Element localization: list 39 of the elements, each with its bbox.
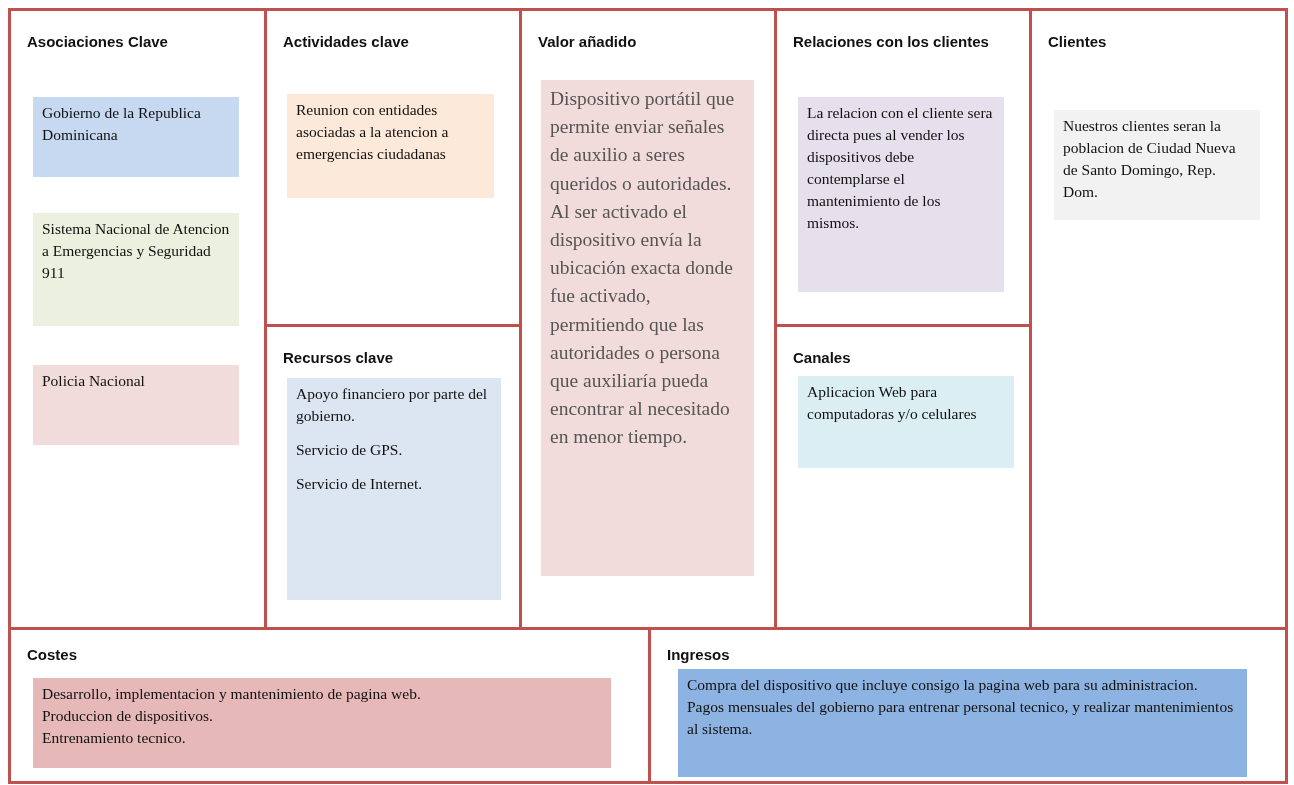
section-heading: Ingresos: [667, 646, 731, 663]
note-text: Reunion con entidades asociadas a la atencion a emergencias ciudadanas: [296, 100, 450, 164]
note-box: [33, 365, 239, 445]
note-text: Compra del dispositivo que incluye consigo la pagina web para su administracion.: [687, 675, 1199, 695]
note-text: Servicio de GPS.: [296, 440, 404, 460]
section-heading: Actividades clave: [283, 33, 410, 50]
note-box: [287, 378, 501, 600]
note-text: Pagos mensuales del gobierno para entrenar personal tecnico, y realizar mantenimientos al sistema.: [687, 697, 1235, 739]
note-text: La relacion con el cliente sera directa pues al vender los dispositivos debe contemplarse el mantenimiento de los mismos.: [807, 103, 994, 233]
note-text: Sistema Nacional de Atencion a Emergencias y Seguridad 911: [42, 219, 230, 283]
canvas-section: [8, 627, 651, 784]
note-text: Produccion de dispositivos.: [42, 706, 214, 726]
note-box: [798, 97, 1004, 292]
section-heading: Clientes: [1048, 33, 1108, 50]
note-box: [33, 97, 239, 177]
note-text: Servicio de Internet.: [296, 474, 424, 494]
note-box: [33, 678, 611, 768]
note-box: [541, 80, 754, 576]
note-text: Apoyo financiero por parte del gobierno.: [296, 384, 489, 426]
section-heading: Valor añadido: [538, 33, 638, 50]
section-heading: Canales: [793, 349, 852, 366]
note-text: Gobierno de la Republica Dominicana: [42, 103, 202, 145]
note-text: Desarrollo, implementacion y mantenimiento de pagina web.: [42, 684, 422, 704]
note-text: Nuestros clientes seran la poblacion de Ciudad Nueva de Santo Domingo, Rep. Dom.: [1063, 116, 1237, 202]
note-text: Entrenamiento tecnico.: [42, 728, 187, 748]
note-box: [678, 669, 1247, 777]
canvas-section: [8, 8, 267, 630]
note-box: [798, 376, 1014, 468]
note-box: [287, 94, 494, 198]
section-heading: Relaciones con los clientes: [793, 33, 990, 50]
canvas-section: [648, 627, 1288, 784]
note-box: [33, 213, 239, 326]
note-text: Aplicacion Web para computadoras y/o celulares: [807, 382, 978, 424]
note-text: Policia Nacional: [42, 371, 146, 391]
canvas-section: [1029, 8, 1288, 630]
note-text: Dispositivo portátil que permite enviar señales de auxilio a seres queridos o autoridades. Al ser activado el dispositivo envía la ubicación exacta donde fue activado, permitiendo que las autoridades o persona que auxiliaría pueda encontrar al necesitado en menor tiempo.: [550, 87, 736, 450]
section-heading: Asociaciones Clave: [27, 33, 169, 50]
section-heading: Costes: [27, 646, 79, 663]
section-heading: Recursos clave: [283, 349, 395, 366]
